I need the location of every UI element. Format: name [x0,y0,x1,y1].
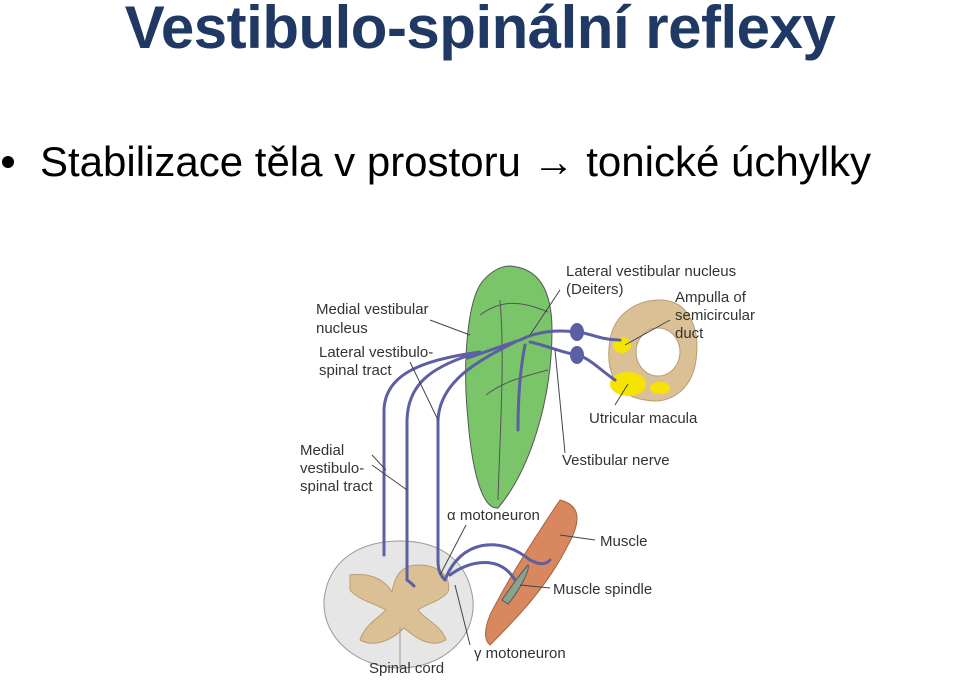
leader-line [439,524,467,576]
leader-line [554,349,566,454]
label-ampulla: Ampulla of [675,289,747,306]
label-ampulla-2: semicircular [675,307,755,324]
gamma-motor-axon [448,561,517,582]
label-ampulla-3: duct [675,325,704,342]
label-gamma-motoneuron: γ motoneuron [474,645,566,662]
leader-line [614,383,629,406]
leader-line [454,584,471,646]
muscle-spindle [501,564,529,605]
vestibular-nerve-fiber [528,340,617,382]
label-medial-vestibular-nucleus: Medial vestibular [316,301,429,318]
bullet-item: Stabilizace těla v prostoru → tonické úc… [0,132,960,192]
brainstem-outline-line [485,369,549,396]
brainstem [465,265,553,509]
leader-line [371,464,408,491]
bullet-text: Stabilizace těla v prostoru → tonické úc… [40,138,872,185]
label-medial-vestibulospinal-tract: Medial [300,442,344,459]
label-medial-vestibulospinal-tract-2: vestibulo- [300,460,364,477]
label-spinal-cord: Spinal cord [369,660,444,677]
semicircular-duct-lumen [635,327,681,377]
leader-line [559,534,596,541]
label-lateral-vestibulospinal-tract-2: spinal tract [319,362,392,379]
label-alpha-motoneuron: α motoneuron [447,507,540,524]
medial-vestibulospinal-tract-1 [382,350,482,557]
label-muscle-spindle: Muscle spindle [553,581,652,598]
vestibular-nerve-fiber [466,329,622,360]
label-deiters: (Deiters) [566,281,624,298]
slide-title: Vestibulo-spinální reflexy [124,0,836,61]
leader-line [409,361,439,421]
label-muscle: Muscle [600,533,648,550]
label-lateral-vestibulospinal-tract: Lateral vestibulo- [319,344,433,361]
brainstem-outline-line [497,299,503,501]
brainstem-branch [516,343,527,432]
muscle [485,499,578,646]
label-medial-vestibular-nucleus-2: nucleus [316,320,368,337]
spinal-cord-gray-matter [349,564,450,644]
leader-line [529,289,561,336]
leader-line [429,319,471,336]
macula-small [650,382,670,394]
label-utricular-macula: Utricular macula [589,410,698,427]
leader-line [371,454,387,471]
alpha-motor-axon [443,543,552,582]
medial-vestibulospinal-tract-2 [405,353,472,588]
leader-line [519,584,551,589]
label-medial-vestibulospinal-tract-3: spinal tract [300,478,373,495]
label-lateral-vestibular-nucleus: Lateral vestibular nucleus [566,263,736,280]
label-vestibular-nerve: Vestibular nerve [562,452,670,469]
brainstem-outline-line [479,302,549,316]
leader-line [624,319,671,346]
bullet-dot-icon [2,156,14,168]
